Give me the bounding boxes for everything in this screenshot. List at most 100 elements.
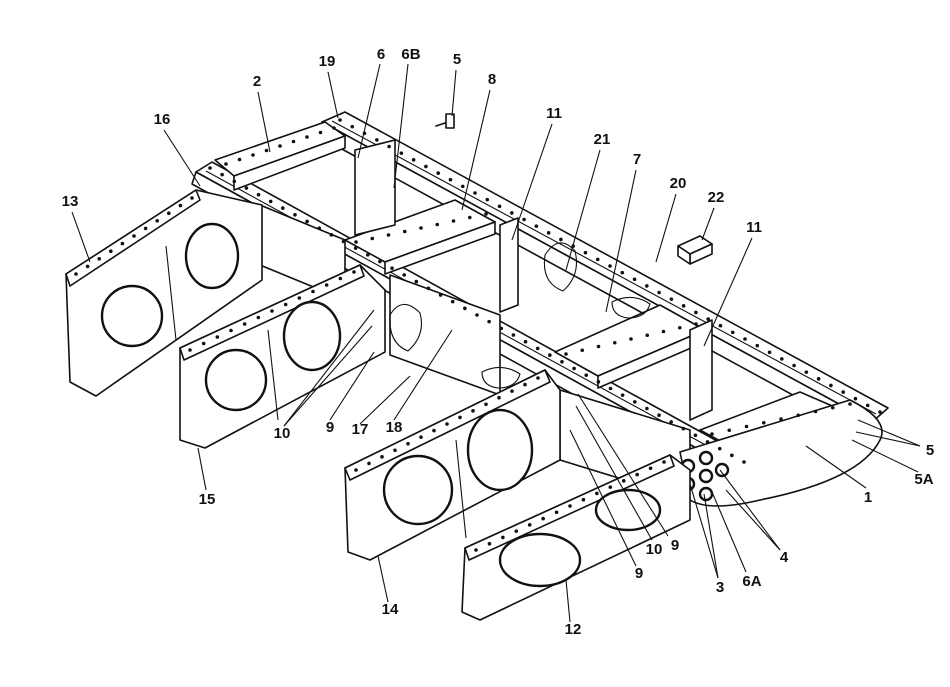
rivet-hole: [499, 326, 504, 331]
rivet-hole: [332, 126, 336, 130]
rivet-hole: [632, 277, 637, 282]
rivet-hole: [281, 206, 285, 210]
rivet-hole: [523, 382, 527, 387]
rivet-hole: [390, 266, 394, 271]
callout-6: 6: [377, 46, 385, 63]
rivet-hole: [251, 153, 255, 157]
rivet-hole: [229, 328, 233, 333]
callout-9-mid: 9: [671, 537, 679, 554]
rivet-hole: [694, 322, 698, 326]
side-plate-12: [461, 454, 691, 621]
callout-18: 18: [386, 419, 403, 436]
rivet-hole: [293, 212, 297, 217]
rivet-hole: [458, 415, 462, 420]
block-22: [677, 235, 713, 265]
rivet-hole: [595, 257, 600, 262]
rivet-hole: [755, 343, 760, 348]
callout-6A: 6A: [742, 573, 761, 590]
rivet-hole: [350, 124, 355, 129]
rivet-hole: [85, 264, 90, 269]
rivet-hole: [612, 340, 617, 345]
rivet-hole: [329, 233, 334, 237]
rivet-hole: [535, 346, 540, 351]
rivet-hole: [467, 215, 472, 220]
rivet-hole: [460, 184, 465, 189]
rivet-hole: [681, 304, 686, 308]
rivet-hole: [780, 357, 784, 361]
rivet-hole: [583, 250, 588, 255]
rivet-hole: [662, 460, 666, 464]
rivet-hole: [608, 264, 612, 268]
rivet-hole: [97, 257, 101, 261]
rivet-hole: [742, 460, 746, 464]
rivet-hole: [681, 426, 686, 431]
rivet-hole: [311, 289, 315, 294]
rivet-hole: [224, 162, 228, 166]
rivet-hole: [497, 204, 502, 209]
rivet-hole: [143, 226, 148, 231]
rivet-hole: [338, 276, 343, 281]
rivet-hole: [414, 279, 419, 284]
callout-12: 12: [565, 621, 582, 638]
rivet-hole: [354, 240, 358, 244]
rivet-hole: [317, 226, 322, 230]
rivet-hole: [445, 422, 449, 426]
rivet-hole: [572, 366, 576, 371]
cross-beam-8: [344, 199, 496, 275]
rivet-hole: [792, 363, 796, 368]
rivet-hole: [564, 352, 568, 356]
rivet-hole: [584, 373, 589, 377]
callout-6B: 6B: [401, 46, 420, 63]
rivet-hole: [473, 191, 477, 195]
rivet-hole: [188, 348, 192, 352]
rivet-hole: [830, 405, 835, 410]
rivet-hole: [744, 424, 749, 429]
rivet-hole: [268, 199, 273, 204]
rivet-hole: [487, 319, 491, 324]
rivet-hole: [511, 333, 516, 337]
rivet-hole: [406, 441, 410, 446]
rivet-hole: [201, 341, 206, 346]
rivet-hole: [305, 135, 309, 139]
rivet-hole: [632, 400, 637, 404]
rivet-hole: [463, 306, 467, 311]
callout-3: 3: [716, 579, 724, 596]
rivet-hole: [527, 523, 532, 527]
rivet-hole: [816, 377, 821, 381]
callout-5-right: 5: [926, 442, 934, 459]
callout-11-right: 11: [746, 219, 762, 236]
rivet-hole: [220, 172, 224, 177]
rivet-hole: [244, 186, 249, 190]
rivet-hole: [387, 144, 391, 149]
callout-17: 17: [352, 421, 369, 438]
rivet-hole: [694, 310, 698, 315]
rivet-hole: [497, 395, 501, 400]
rivet-hole: [635, 472, 639, 477]
rivet-hole: [264, 148, 269, 153]
callout-9-low: 9: [635, 565, 643, 582]
rivet-hole: [779, 417, 783, 421]
rivet-hole: [853, 396, 858, 401]
rivet-hole: [378, 259, 382, 264]
rivet-hole: [813, 409, 818, 414]
rivet-hole: [393, 448, 397, 453]
callout-7: 7: [633, 151, 641, 168]
rivet-hole: [645, 406, 649, 411]
rivet-hole: [514, 529, 519, 533]
rivet-hole: [237, 157, 242, 162]
rivet-hole: [411, 158, 416, 162]
callout-14: 14: [382, 601, 399, 618]
rivet-hole: [318, 130, 323, 135]
rivet-hole: [580, 348, 585, 353]
rivet-hole: [120, 241, 125, 246]
rivet-hole: [451, 219, 456, 223]
rivet-hole: [596, 380, 601, 384]
rivet-hole: [475, 313, 479, 317]
rivet-hole: [399, 151, 404, 155]
rivet-hole: [435, 222, 440, 227]
rivet-hole: [297, 296, 302, 300]
rivet-hole: [74, 272, 78, 276]
rivet-hole: [523, 339, 528, 344]
rivet-hole: [353, 246, 358, 250]
rivet-hole: [648, 466, 653, 471]
